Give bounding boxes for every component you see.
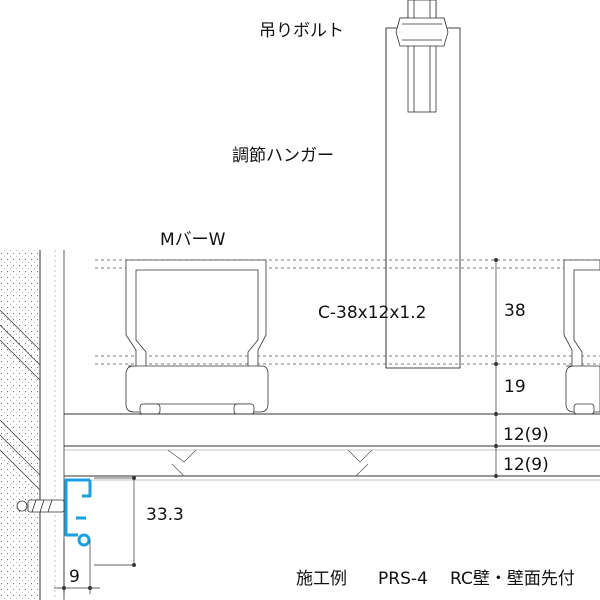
label-c-channel: C-38x12x1.2	[318, 303, 426, 323]
dim-profile-height: 33.3	[146, 505, 184, 525]
footer-title: 施工例	[296, 569, 347, 589]
dimension-lines	[54, 258, 560, 594]
m-bar-w-left	[125, 259, 269, 415]
footer-model: PRS-4	[378, 569, 428, 589]
dim-38: 38	[504, 301, 526, 321]
wall-hatch	[0, 309, 41, 491]
dim-board2: 12(9)	[503, 455, 549, 475]
label-hanger-bolt: 吊りボルト	[259, 21, 344, 41]
prs4-profile	[64, 478, 92, 547]
hanger-bolt-overlay	[395, 0, 449, 113]
m-bar-w-right	[563, 259, 600, 415]
dim-profile-width: 9	[69, 567, 80, 587]
anchor-screw	[16, 499, 65, 513]
footer-note: RC壁・壁面先付	[450, 569, 575, 589]
dim-board1: 12(9)	[503, 425, 549, 445]
rc-wall	[0, 250, 65, 600]
dim-19: 19	[504, 377, 526, 397]
label-adjust-hanger: 調節ハンガー	[232, 146, 334, 166]
label-m-bar-w: MバーW	[160, 230, 226, 250]
